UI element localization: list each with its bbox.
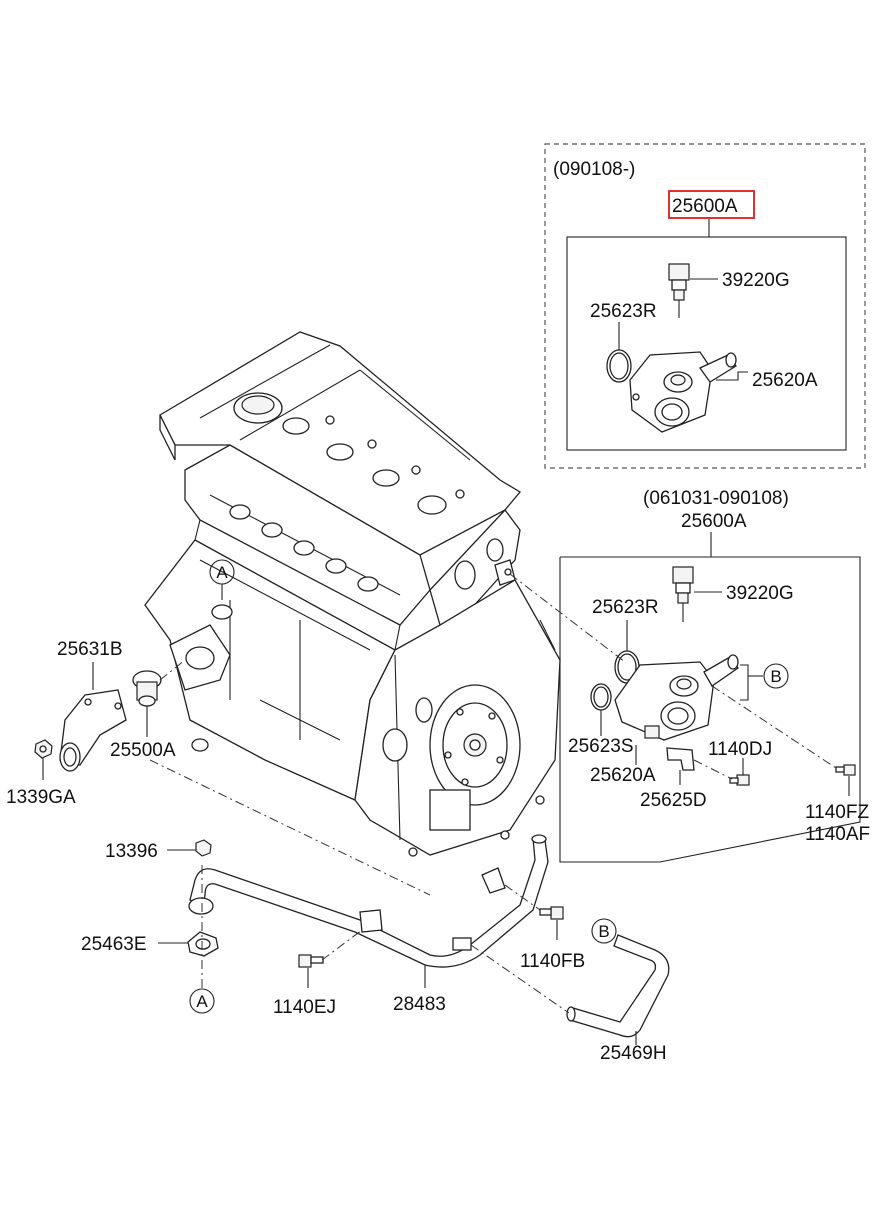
pipe-gasket-part[interactable]: 25463E [81, 934, 147, 955]
thermostat-part[interactable]: 25500A [110, 740, 176, 761]
lower-bolt-part-2b[interactable]: 1140AF [805, 824, 870, 845]
ref-a-circle-bottom [189, 988, 215, 1014]
lower-gasket-part[interactable]: 25623S [568, 736, 634, 757]
pipe-bolt-right-part[interactable]: 1140FB [520, 951, 585, 972]
bypass-hose [566, 934, 670, 1038]
pipe-bolt-right [539, 906, 564, 920]
thermostat [132, 670, 162, 707]
ref-a-bottom: A [196, 992, 208, 1011]
left-nut [34, 739, 53, 759]
lower-temp-sensor [672, 566, 694, 622]
lower-assembly-part[interactable]: 25600A [681, 511, 747, 532]
upper-assembly-part[interactable]: 25600A [672, 196, 738, 217]
left-nut-part[interactable]: 1339GA [6, 787, 76, 808]
thermostat-cover-part[interactable]: 25631B [57, 639, 123, 660]
ref-b-circle-right [763, 663, 789, 689]
ref-b-hose: B [598, 922, 609, 941]
hose-part[interactable]: 25469H [600, 1043, 667, 1064]
pipe-part[interactable]: 28483 [393, 994, 446, 1015]
ref-a-top: A [216, 563, 228, 582]
lower-bracket [666, 747, 695, 771]
upper-sensor-part[interactable]: 39220G [722, 270, 790, 291]
engine-block [144, 331, 561, 857]
thermostat-cover [59, 689, 127, 772]
pipe-bolt-left [298, 954, 324, 968]
pipe-nut [195, 839, 212, 857]
lower-housing-part[interactable]: 25620A [590, 765, 656, 786]
upper-water-housing [629, 351, 737, 433]
lower-detail-frame [559, 556, 861, 863]
pipe-gasket [187, 931, 219, 957]
lower-bolt-part[interactable]: 1140DJ [708, 739, 772, 760]
lower-water-housing [614, 654, 739, 741]
pipe-bolt-left-part[interactable]: 1140EJ [273, 997, 336, 1018]
lower-bolt-fz [835, 764, 856, 776]
lower-bolt-part-2a[interactable]: 1140FZ [805, 802, 869, 823]
water-pipe [188, 834, 549, 968]
lower-date-range: (061031-090108) [643, 488, 789, 509]
upper-housing-part[interactable]: 25620A [752, 370, 818, 391]
ref-b-circle-hose [591, 918, 617, 944]
lower-sensor-part[interactable]: 39220G [726, 583, 794, 604]
ref-b-right: B [770, 667, 781, 686]
upper-temp-sensor [668, 263, 690, 318]
upper-variant-box [544, 143, 866, 469]
lower-bolt-dj [729, 774, 750, 786]
upper-oring-part[interactable]: 25623R [590, 301, 657, 322]
pipe-nut-part[interactable]: 13396 [105, 841, 158, 862]
lower-oring-part[interactable]: 25623R [592, 597, 659, 618]
upper-detail-frame [566, 236, 847, 451]
lower-bracket-part[interactable]: 25625D [640, 790, 707, 811]
highlight-box [668, 190, 755, 219]
upper-date-range: (090108-) [553, 159, 635, 180]
